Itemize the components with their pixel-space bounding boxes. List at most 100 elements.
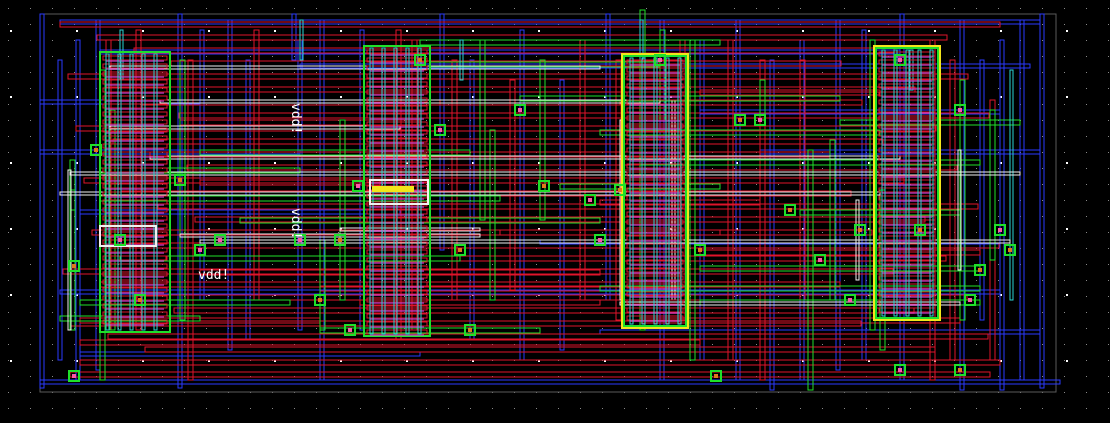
via-contact bbox=[784, 204, 796, 216]
instance-fill bbox=[372, 186, 414, 192]
grid-dot bbox=[756, 344, 757, 345]
grid-dot bbox=[360, 408, 361, 409]
metal-red-track bbox=[75, 125, 937, 132]
grid-major-dot bbox=[208, 162, 210, 164]
grid-dot bbox=[206, 56, 207, 57]
grid-dot bbox=[30, 216, 31, 217]
via-contact bbox=[854, 224, 866, 236]
grid-dot bbox=[52, 216, 53, 217]
grid-dot bbox=[668, 408, 669, 409]
via-contact bbox=[954, 364, 966, 376]
grid-dot bbox=[976, 328, 977, 329]
grid-dot bbox=[404, 56, 405, 57]
via-contact bbox=[314, 294, 326, 306]
grid-dot bbox=[272, 56, 273, 57]
grid-dot bbox=[294, 408, 295, 409]
grid-dot bbox=[8, 232, 9, 233]
via-core bbox=[356, 184, 360, 188]
grid-dot bbox=[536, 56, 537, 57]
poly-finger bbox=[882, 296, 932, 298]
grid-dot bbox=[822, 280, 823, 281]
grid-dot bbox=[822, 168, 823, 169]
grid-dot bbox=[844, 152, 845, 153]
grid-dot bbox=[866, 408, 867, 409]
grid-major-dot bbox=[274, 228, 276, 230]
grid-major-dot bbox=[340, 228, 342, 230]
grid-dot bbox=[426, 280, 427, 281]
grid-dot bbox=[1064, 40, 1065, 41]
grid-dot bbox=[998, 296, 999, 297]
grid-major-dot bbox=[604, 162, 606, 164]
grid-dot bbox=[52, 376, 53, 377]
grid-dot bbox=[448, 280, 449, 281]
grid-dot bbox=[492, 168, 493, 169]
via-contact bbox=[90, 144, 102, 156]
grid-major-dot bbox=[472, 162, 474, 164]
grid-dot bbox=[712, 120, 713, 121]
poly-finger bbox=[882, 120, 932, 122]
grid-dot bbox=[30, 184, 31, 185]
grid-dot bbox=[52, 88, 53, 89]
grid-dot bbox=[602, 72, 603, 73]
transistor-stack-4 bbox=[873, 45, 941, 321]
grid-dot bbox=[712, 88, 713, 89]
grid-dot bbox=[778, 88, 779, 89]
grid-dot bbox=[998, 72, 999, 73]
transistor-stack-3 bbox=[621, 53, 689, 329]
grid-dot bbox=[514, 296, 515, 297]
grid-dot bbox=[1086, 344, 1087, 345]
vdd-label-left: vdd! bbox=[198, 268, 229, 283]
grid-dot bbox=[778, 8, 779, 9]
grid-dot bbox=[8, 168, 9, 169]
grid-dot bbox=[1086, 136, 1087, 137]
grid-major-dot bbox=[208, 228, 210, 230]
grid-dot bbox=[30, 392, 31, 393]
poly-finger bbox=[882, 104, 932, 106]
grid-dot bbox=[734, 56, 735, 57]
metal-red-track bbox=[178, 112, 990, 119]
via-core bbox=[968, 298, 972, 302]
instance-box-2 bbox=[369, 179, 429, 205]
grid-dot bbox=[536, 8, 537, 9]
grid-major-dot bbox=[472, 228, 474, 230]
grid-dot bbox=[998, 232, 999, 233]
metal-blue-track bbox=[79, 209, 401, 215]
poly-finger bbox=[106, 172, 164, 174]
grid-dot bbox=[316, 280, 317, 281]
grid-dot bbox=[536, 88, 537, 89]
grid-dot bbox=[712, 328, 713, 329]
grid-dot bbox=[8, 248, 9, 249]
grid-dot bbox=[976, 232, 977, 233]
grid-dot bbox=[30, 136, 31, 137]
grid-dot bbox=[734, 264, 735, 265]
highlight-white-rail bbox=[67, 169, 72, 331]
grid-dot bbox=[844, 344, 845, 345]
grid-dot bbox=[558, 264, 559, 265]
via-core bbox=[518, 108, 522, 112]
transistor-stack-1 bbox=[99, 51, 171, 333]
grid-major-dot bbox=[1000, 96, 1002, 98]
grid-dot bbox=[998, 56, 999, 57]
poly-finger bbox=[882, 128, 932, 130]
grid-dot bbox=[602, 232, 603, 233]
grid-dot bbox=[294, 232, 295, 233]
grid-dot bbox=[1108, 408, 1109, 409]
grid-dot bbox=[184, 8, 185, 9]
grid-dot bbox=[470, 8, 471, 9]
grid-dot bbox=[74, 72, 75, 73]
grid-dot bbox=[8, 88, 9, 89]
grid-dot bbox=[998, 328, 999, 329]
grid-major-dot bbox=[76, 96, 78, 98]
grid-dot bbox=[822, 200, 823, 201]
via-contact bbox=[954, 104, 966, 116]
grid-dot bbox=[1108, 216, 1109, 217]
poly-finger bbox=[106, 140, 164, 142]
grid-dot bbox=[712, 280, 713, 281]
gate-column bbox=[893, 49, 898, 317]
grid-dot bbox=[228, 408, 229, 409]
grid-dot bbox=[206, 328, 207, 329]
grid-major-dot bbox=[406, 96, 408, 98]
grid-major-dot bbox=[670, 360, 672, 362]
grid-dot bbox=[778, 56, 779, 57]
grid-dot bbox=[844, 408, 845, 409]
